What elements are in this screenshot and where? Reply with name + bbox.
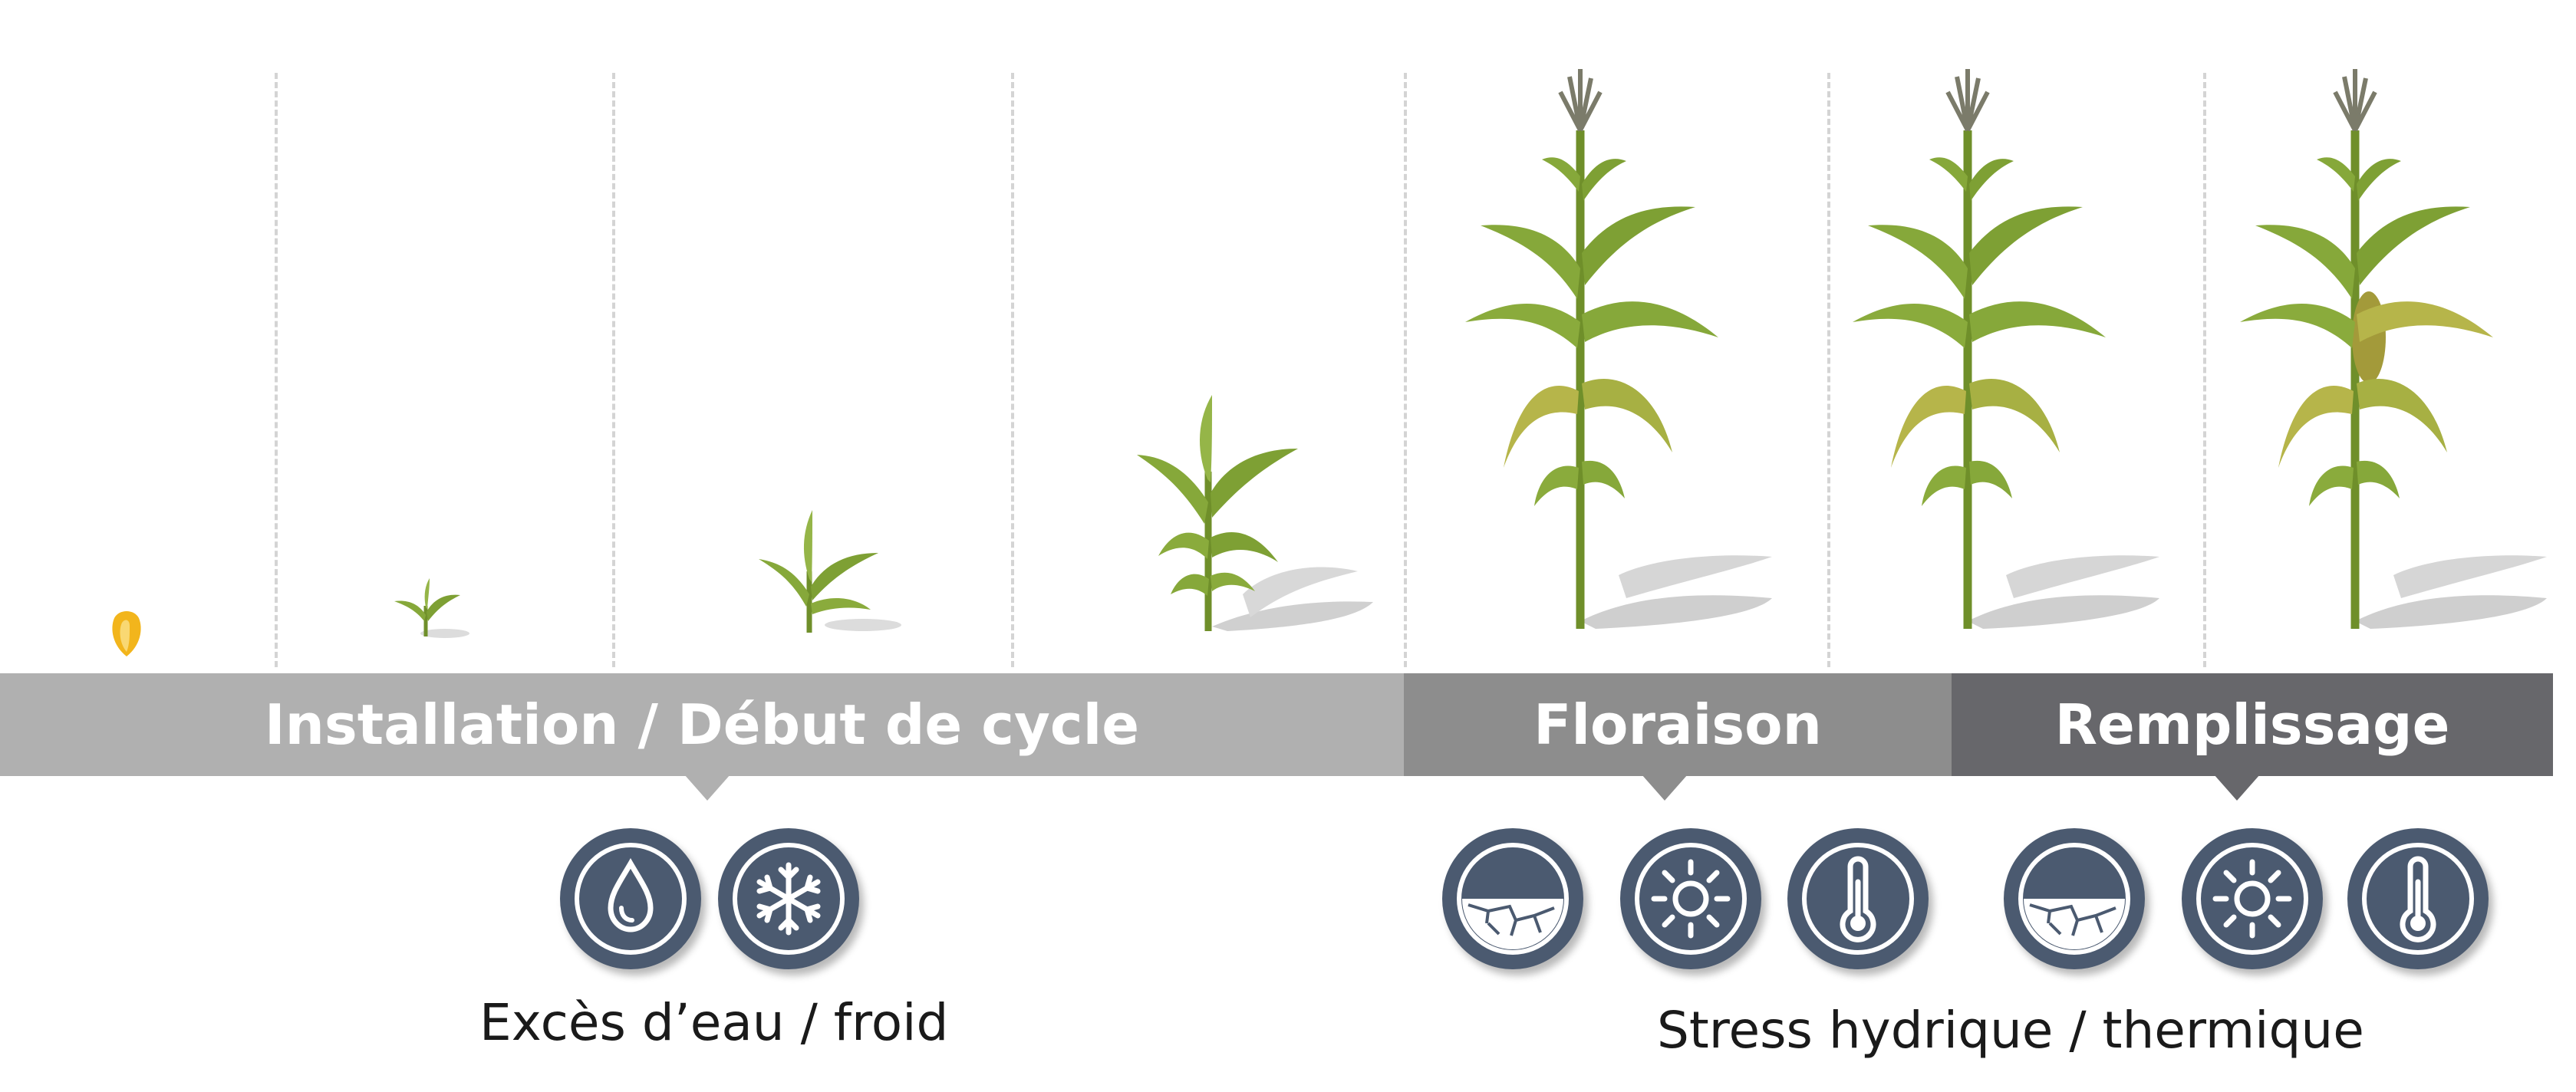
- thermometer-icon: [2347, 828, 2489, 969]
- remplissage-pointer: [2214, 775, 2260, 801]
- stage-divider: [1404, 73, 1407, 667]
- caption-water-heat-stress: Stress hydrique / thermique: [1657, 1001, 2364, 1060]
- dry-soil-icon: [1442, 828, 1583, 969]
- stage-divider: [612, 73, 615, 667]
- phase-floraison-bar: Floraison: [1404, 673, 1952, 776]
- stage-divider: [2203, 73, 2206, 667]
- phase-remplissage-label: Remplissage: [2054, 692, 2450, 757]
- maize-flowering-plant: [1465, 69, 1772, 629]
- maize-leafy-plant: [1137, 395, 1373, 631]
- water-drop-icon: [560, 828, 701, 969]
- maize-seed: [112, 611, 141, 656]
- maize-young-plant: [759, 510, 901, 633]
- sun-icon: [1620, 828, 1761, 969]
- maize-grain-filling-plant: [2240, 69, 2547, 629]
- phase-remplissage-bar: Remplissage: [1952, 673, 2553, 776]
- phase-floraison-label: Floraison: [1533, 692, 1822, 757]
- floraison-pointer: [1642, 775, 1688, 801]
- stage-divider: [1827, 73, 1830, 667]
- sun-icon: [2182, 828, 2323, 969]
- maize-flowering-plant: [1853, 69, 2159, 629]
- maize-emergence: [394, 578, 469, 638]
- stage-divider: [275, 73, 278, 667]
- dry-soil-icon: [2004, 828, 2145, 969]
- installation-pointer: [684, 775, 730, 801]
- phase-installation-bar: Installation / Début de cycle: [0, 673, 1404, 776]
- stage-divider: [1011, 73, 1014, 667]
- thermometer-icon: [1787, 828, 1929, 969]
- snowflake-icon: [718, 828, 859, 969]
- phase-installation-label: Installation / Début de cycle: [264, 692, 1140, 757]
- caption-excess-water-cold: Excès d’eau / froid: [479, 993, 949, 1052]
